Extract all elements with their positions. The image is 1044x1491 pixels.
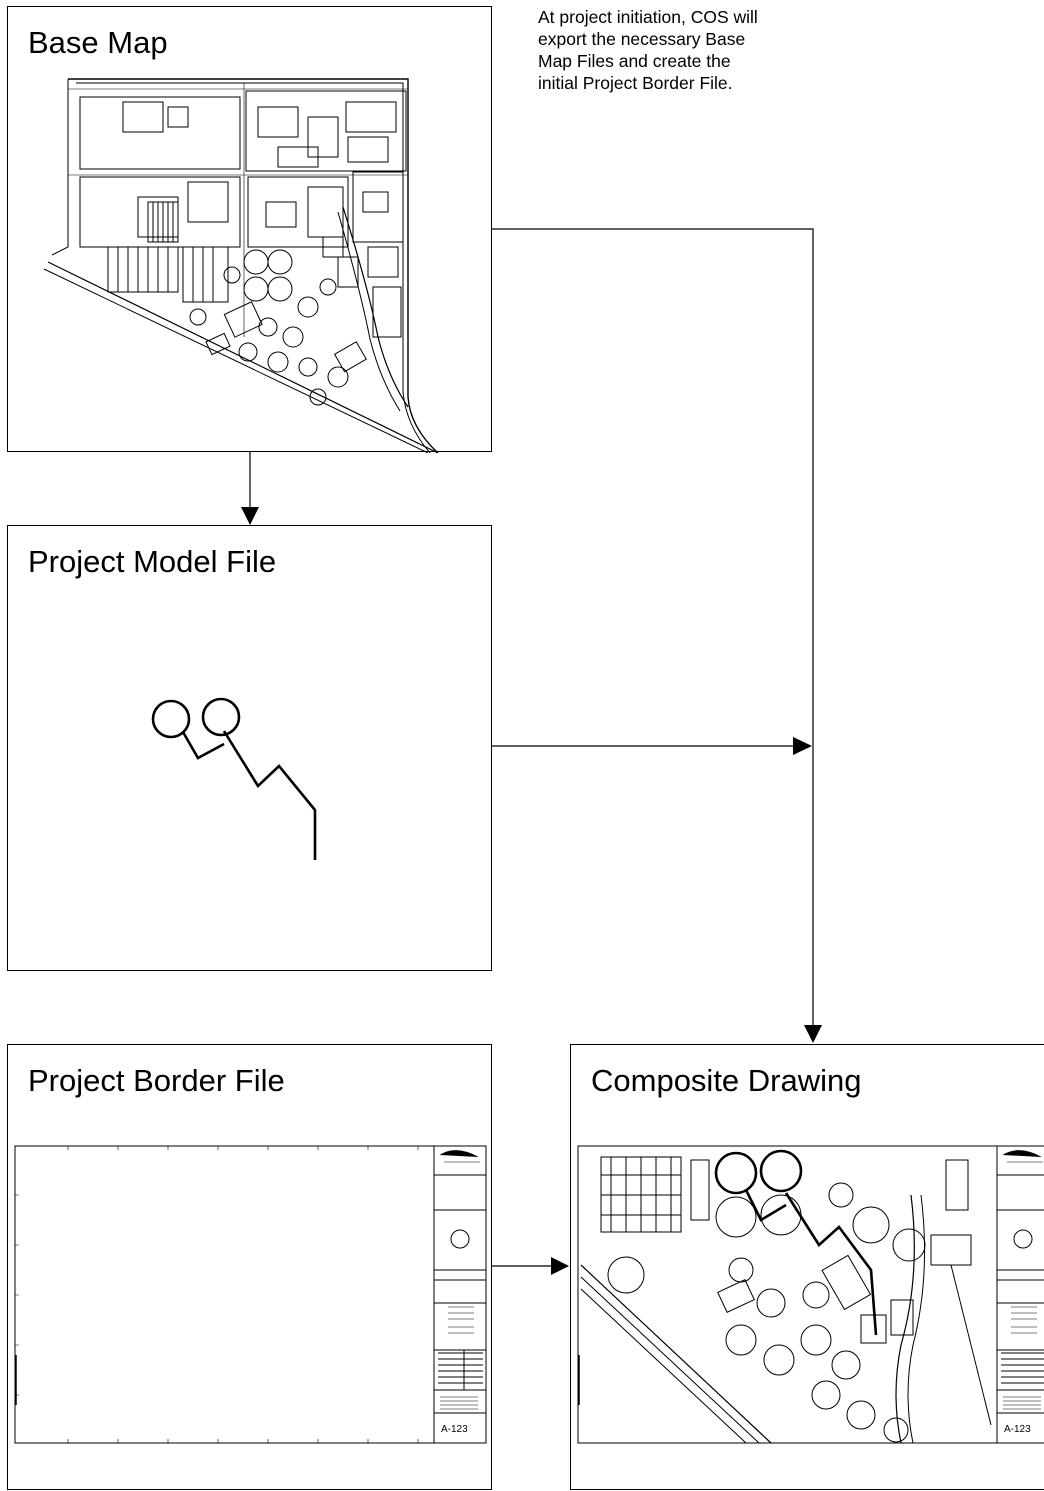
arrowhead-down-model <box>241 507 259 525</box>
note-line: initial Project Border File. <box>538 73 733 93</box>
base-map-title: Base Map <box>28 25 168 60</box>
border-sheet <box>14 1145 487 1444</box>
composite-sheet <box>577 1145 1044 1444</box>
sheet-number: A-123 <box>441 1424 468 1435</box>
base-map-site-plan <box>43 78 439 453</box>
arrowhead-down-composite <box>804 1025 822 1043</box>
composite-drawing-title: Composite Drawing <box>591 1063 862 1098</box>
note-line: export the necessary Base <box>538 29 746 49</box>
arrowhead-right-model <box>793 737 812 755</box>
base-map-panel: Base Map <box>7 6 492 453</box>
composite-drawing-panel: Composite Drawing <box>570 1044 1044 1490</box>
sheet-number: A-123 <box>1004 1424 1031 1435</box>
connector-base-to-composite <box>492 228 814 1025</box>
project-model-title: Project Model File <box>28 544 277 579</box>
project-border-panel: Project Border File A-123 <box>7 1044 492 1490</box>
note-line: At project initiation, COS will <box>538 7 758 27</box>
arrowhead-right-border <box>551 1257 569 1275</box>
model-geometry <box>151 697 317 860</box>
initiation-note: At project initiation, COS will export t… <box>538 6 838 94</box>
project-border-title: Project Border File <box>28 1063 285 1098</box>
project-model-panel: Project Model File <box>7 525 492 971</box>
note-line: Map Files and create the <box>538 51 731 71</box>
